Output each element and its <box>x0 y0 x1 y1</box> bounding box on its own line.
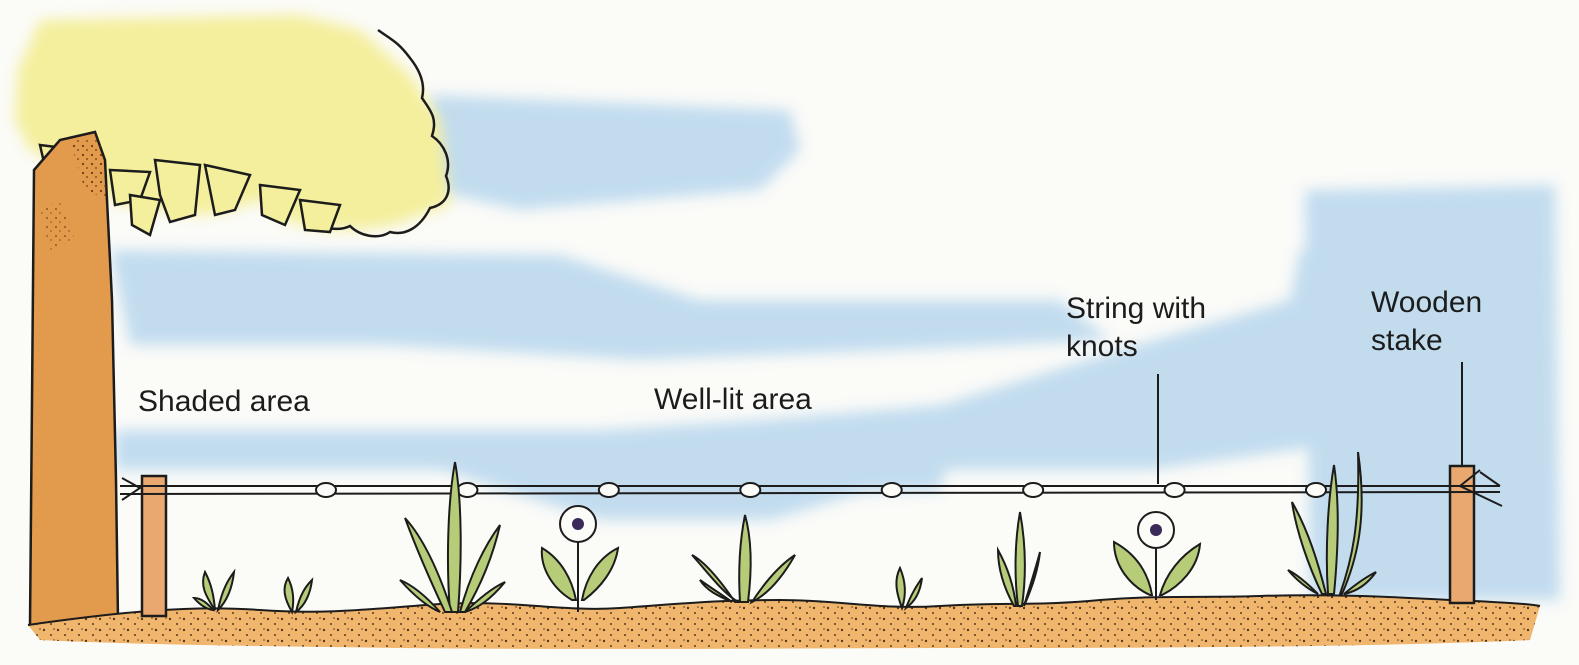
seedling-2 <box>285 578 312 612</box>
soil <box>28 595 1540 649</box>
knot <box>1306 483 1326 497</box>
wooden-stake-label: Wooden stake <box>1371 284 1482 360</box>
knot <box>316 483 336 497</box>
string-with-knots-label: String with knots <box>1066 290 1206 366</box>
seedling-3 <box>896 568 922 608</box>
string-label-line2: knots <box>1066 328 1206 366</box>
knot <box>599 483 619 497</box>
daisy-flower-1 <box>542 506 618 612</box>
left-stake <box>142 476 166 616</box>
knot <box>740 483 760 497</box>
stake-label-line1: Wooden <box>1371 284 1482 322</box>
stake-label-line2: stake <box>1371 322 1482 360</box>
string-label-line1: String with <box>1066 290 1206 328</box>
knot <box>1023 483 1043 497</box>
tree-trunk <box>30 132 118 625</box>
knot <box>882 483 902 497</box>
well-lit-area-label: Well-lit area <box>654 381 812 419</box>
leafy-plant-2 <box>692 515 795 602</box>
leafy-plant-3 <box>998 512 1040 606</box>
knot <box>457 483 477 497</box>
knot <box>1165 483 1185 497</box>
seedling-1 <box>194 572 234 610</box>
daisy-flower-2 <box>1114 512 1200 600</box>
shaded-area-label: Shaded area <box>138 383 310 421</box>
